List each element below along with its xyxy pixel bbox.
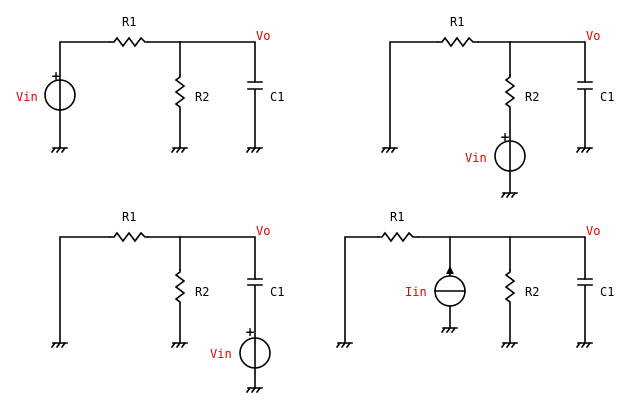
- resistor-r1: [437, 36, 479, 48]
- ground-icon: [500, 341, 518, 349]
- ground-icon: [380, 146, 398, 154]
- capacitor-c1: [247, 81, 263, 149]
- wire: [344, 236, 379, 344]
- wire: [147, 41, 256, 83]
- ground-icon: [335, 341, 353, 349]
- r2-label: R2: [195, 285, 209, 299]
- vo-label: Vo: [586, 29, 600, 43]
- r1-label: R1: [122, 15, 136, 29]
- vo-label: Vo: [256, 29, 270, 43]
- ground-icon: [50, 341, 68, 349]
- wire: [417, 236, 586, 280]
- c1-label: C1: [270, 90, 284, 104]
- wire: [59, 41, 111, 149]
- resistor-r1: [109, 231, 149, 243]
- r2-label: R2: [525, 90, 539, 104]
- ground-icon: [245, 386, 263, 394]
- circuit-c: + Vin R1 R2 C1 Vo: [50, 210, 284, 394]
- r1-label: R1: [122, 210, 136, 224]
- source-label: Vin: [465, 151, 487, 165]
- wire: [59, 236, 111, 344]
- source-label: Vin: [210, 347, 232, 361]
- plus-sign: +: [245, 325, 255, 339]
- vo-label: Vo: [586, 224, 600, 238]
- ground-icon: [245, 146, 263, 154]
- voltage-source: [44, 79, 76, 111]
- ground-icon: [500, 191, 518, 199]
- capacitor-c1: [577, 81, 593, 149]
- plus-sign: +: [51, 69, 61, 83]
- resistor-r2: [504, 74, 516, 194]
- voltage-source: [239, 337, 271, 369]
- wire: [147, 236, 256, 280]
- resistor-r2: [174, 269, 186, 344]
- capacitor-c1: [247, 278, 263, 389]
- r2-label: R2: [195, 90, 209, 104]
- c1-label: C1: [600, 285, 614, 299]
- c1-label: C1: [270, 285, 284, 299]
- ground-icon: [170, 341, 188, 349]
- source-label: Iin: [405, 285, 427, 299]
- ground-icon: [575, 146, 593, 154]
- circuit-a: + Vin R1 R2 C1 Vo: [16, 15, 284, 154]
- source-label: Vin: [16, 90, 38, 104]
- r2-label: R2: [525, 285, 539, 299]
- wire: [389, 41, 439, 149]
- resistor-r1: [377, 231, 419, 243]
- circuit-b: + Vin R1 R2 C1 Vo: [380, 15, 614, 199]
- circuit-d: Iin R1 R2 C1 Vo: [335, 210, 614, 349]
- resistor-r2: [174, 74, 186, 149]
- plus-sign: +: [500, 130, 510, 144]
- resistor-r1: [109, 36, 149, 48]
- voltage-source: [494, 140, 526, 172]
- ground-icon: [575, 341, 593, 349]
- wire: [477, 41, 586, 83]
- r1-label: R1: [450, 15, 464, 29]
- r1-label: R1: [390, 210, 404, 224]
- current-arrow-icon: [446, 266, 454, 274]
- vo-label: Vo: [256, 224, 270, 238]
- ground-icon: [440, 326, 458, 334]
- ground-icon: [170, 146, 188, 154]
- capacitor-c1: [577, 278, 593, 344]
- resistor-r2: [504, 269, 516, 344]
- c1-label: C1: [600, 90, 614, 104]
- ground-icon: [50, 146, 68, 154]
